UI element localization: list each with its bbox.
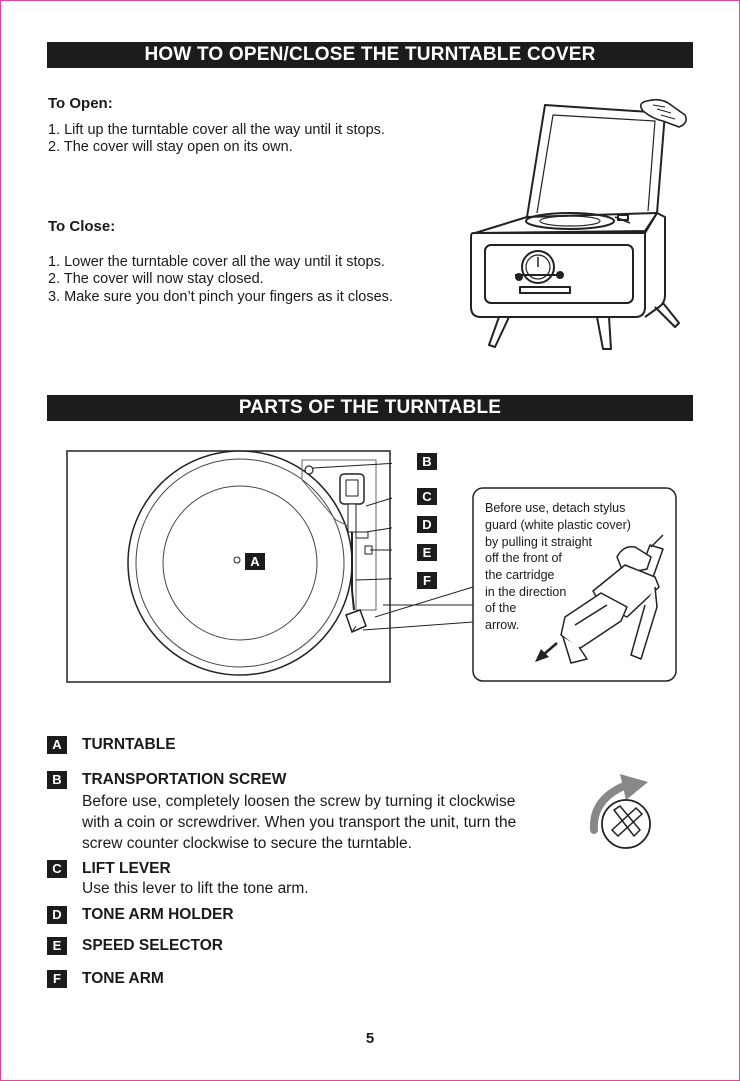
turntable-top-view xyxy=(66,450,392,683)
part-letter: E xyxy=(47,937,67,955)
callout-d: D xyxy=(417,516,437,533)
callout-c: C xyxy=(417,488,437,505)
part-desc-line: with a coin or screwdriver. When you tra… xyxy=(82,814,517,831)
part-desc-line: Before use, completely loosen the screw … xyxy=(82,793,516,810)
callout-e: E xyxy=(417,544,437,561)
part-name: TONE ARM HOLDER xyxy=(82,906,234,923)
part-name: LIFT LEVER xyxy=(82,860,171,877)
stylus-note-line-6: in the direction xyxy=(485,585,567,599)
turntable-cover-illustration xyxy=(470,98,687,350)
part-letter: C xyxy=(47,860,67,878)
cover-section-banner: HOW TO OPEN/CLOSE THE TURNTABLE COVER xyxy=(47,42,693,68)
close-step-3: 3. Make sure you don’t pinch your finger… xyxy=(48,289,393,305)
page-number: 5 xyxy=(365,1030,375,1047)
callout-f: F xyxy=(417,572,437,589)
part-letter: D xyxy=(47,906,67,924)
callout-b: B xyxy=(417,453,437,470)
close-step-1: 1. Lower the turntable cover all the way… xyxy=(48,254,385,270)
close-step-2: 2. The cover will now stay closed. xyxy=(48,271,264,287)
part-name: TONE ARM xyxy=(82,970,164,987)
stylus-note-line-3: by pulling it straight xyxy=(485,535,593,549)
open-heading: To Open: xyxy=(48,95,113,112)
stylus-note-box xyxy=(362,487,677,682)
part-name: TRANSPORTATION SCREW xyxy=(82,771,287,788)
arrow-clockwise-icon xyxy=(620,774,648,800)
stylus-note-line-4: off the front of xyxy=(485,551,562,565)
open-step-2: 2. The cover will stay open on its own. xyxy=(48,139,293,155)
close-heading: To Close: xyxy=(48,218,116,235)
part-letter: F xyxy=(47,970,67,988)
parts-section-banner: PARTS OF THE TURNTABLE xyxy=(47,395,693,421)
part-desc-line: screw counter clockwise to secure the tu… xyxy=(82,835,412,852)
stylus-note-line-2: guard (white plastic cover) xyxy=(485,518,631,532)
stylus-note-line-7: of the xyxy=(485,601,517,615)
part-letter: A xyxy=(47,736,67,754)
part-name: SPEED SELECTOR xyxy=(82,937,223,954)
stylus-note-line-1: Before use, detach stylus xyxy=(485,501,626,515)
part-name: TURNTABLE xyxy=(82,736,176,753)
hand-icon xyxy=(639,98,687,128)
open-step-1: 1. Lift up the turntable cover all the w… xyxy=(48,122,385,138)
stylus-note-line-5: the cartridge xyxy=(485,568,555,582)
screw-rotation-diagram xyxy=(589,774,651,849)
stylus-note-line-8: arrow. xyxy=(485,618,520,632)
callout-a: A xyxy=(245,553,265,570)
part-letter: B xyxy=(47,771,67,789)
part-desc-line: Use this lever to lift the tone arm. xyxy=(82,880,309,897)
